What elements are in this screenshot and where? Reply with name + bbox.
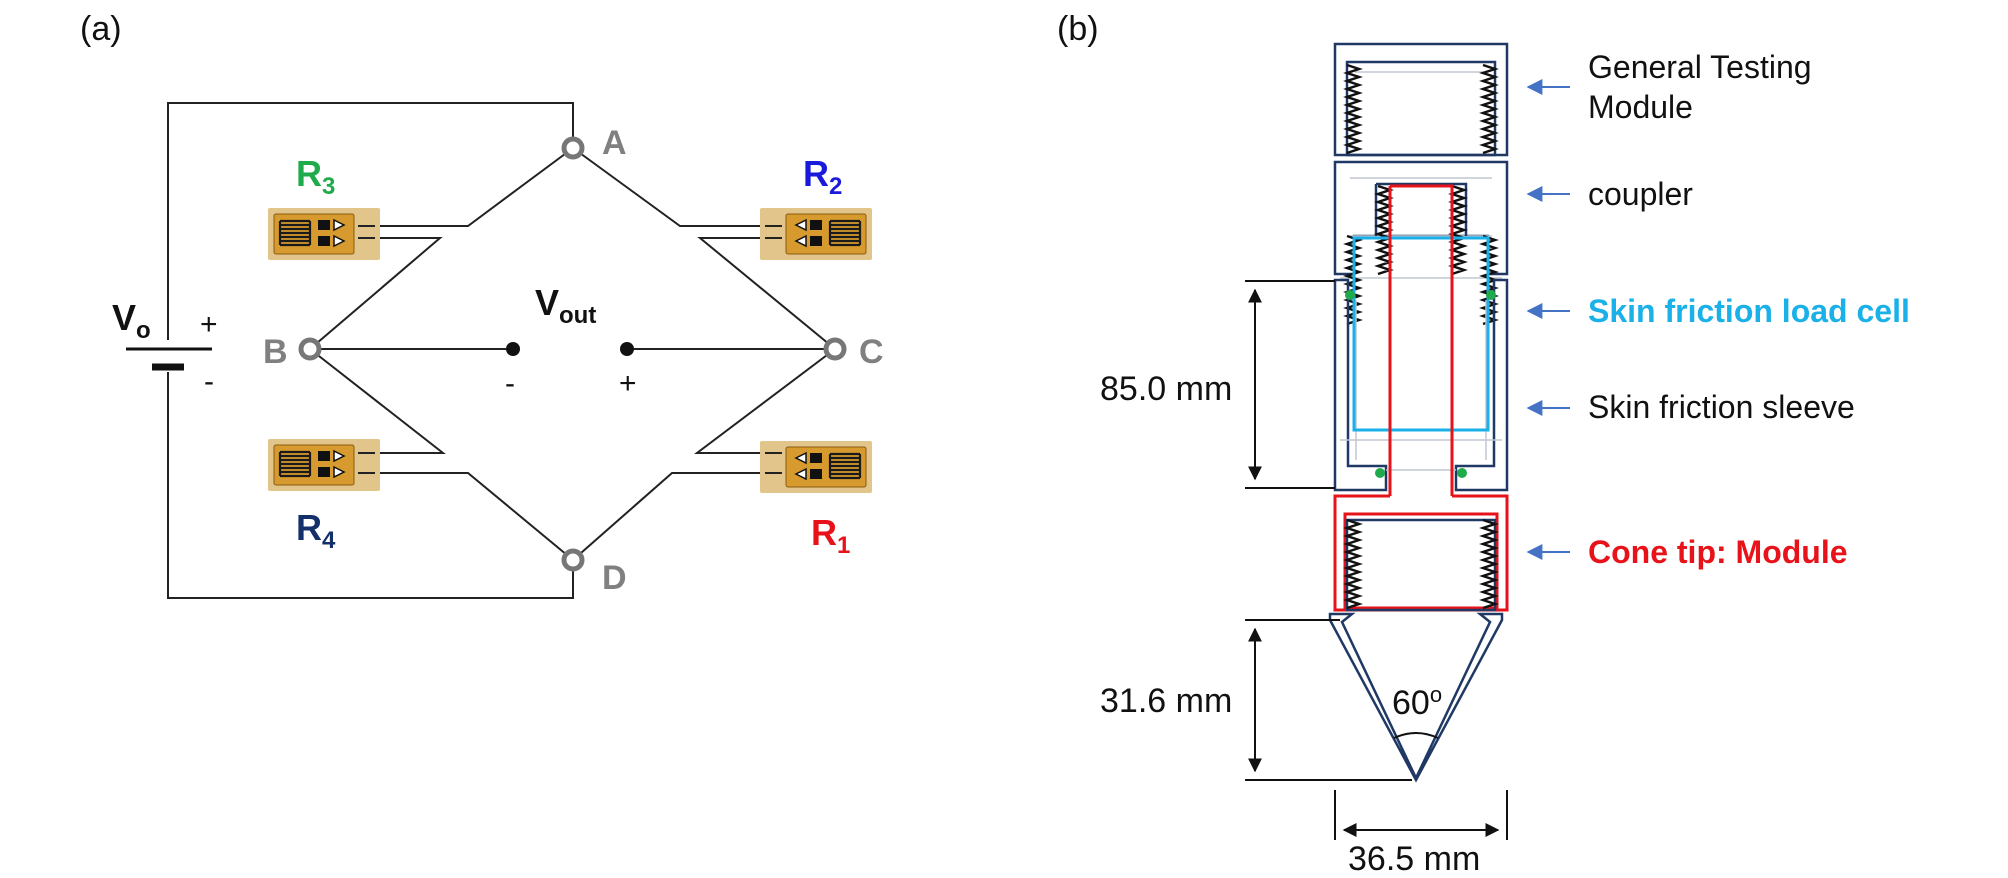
- dimension-diameter: [1334, 790, 1508, 840]
- node-d-terminal: [561, 548, 585, 572]
- source-minus-sign: -: [204, 365, 214, 398]
- node-c-label: C: [859, 333, 884, 371]
- cone-tip-module-drawing: [1333, 184, 1509, 612]
- strain-gauge-r3: [266, 206, 382, 262]
- dimension-sleeve-length-label: 85.0 mm: [1100, 370, 1232, 408]
- skin-friction-sleeve-drawing: [1333, 278, 1509, 492]
- strain-gauge-r1: [758, 439, 874, 495]
- source-loop-wire: [167, 102, 574, 599]
- source-voltage-label: Vo: [112, 297, 151, 344]
- strain-gauge-r4: [266, 437, 382, 493]
- bridge-arms: [309, 147, 836, 561]
- coupler-drawing: [1333, 160, 1509, 326]
- strain-gauge-r2: [758, 206, 874, 262]
- r4-label: R4: [296, 507, 336, 554]
- dimension-diameter-label: 36.5 mm: [1348, 840, 1480, 878]
- node-a-terminal: [561, 136, 585, 160]
- annotation-coupler: coupler: [1588, 176, 1693, 212]
- r2-label: R2: [803, 153, 842, 200]
- annotation-general-testing-line1: General Testing: [1588, 49, 1812, 85]
- output-voltage-label: Vout: [535, 282, 596, 329]
- source-plus-sign: +: [200, 308, 218, 341]
- node-d-label: D: [602, 559, 627, 597]
- node-b-terminal: [298, 337, 322, 361]
- r1-label: R1: [811, 512, 850, 559]
- gauge-leads: [358, 225, 782, 474]
- panel-a: (a): [80, 10, 884, 599]
- annotation-arrows: [1526, 79, 1570, 560]
- voltage-source-symbol: [126, 347, 212, 371]
- output-plus-sign: +: [619, 367, 637, 400]
- annotation-general-testing-line2: Module: [1588, 89, 1693, 125]
- general-testing-module-drawing: [1333, 42, 1509, 157]
- node-c-terminal: [823, 337, 847, 361]
- r3-label: R3: [296, 153, 335, 200]
- vout-plus-terminal: [620, 342, 634, 356]
- output-minus-sign: -: [505, 367, 515, 400]
- cone-angle-label: 60o: [1392, 682, 1442, 722]
- dimension-cone-length-label: 31.6 mm: [1100, 682, 1232, 720]
- cone-drawing: [1328, 612, 1504, 783]
- annotation-skin-friction-load-cell: Skin friction load cell: [1588, 293, 1910, 329]
- skin-friction-load-cell-drawing: [1352, 236, 1490, 432]
- panel-b: (b): [1057, 10, 1910, 878]
- panel-a-label: (a): [80, 10, 122, 48]
- strain-gauge-dots: [1345, 290, 1496, 478]
- annotation-skin-friction-sleeve: Skin friction sleeve: [1588, 389, 1855, 425]
- dimension-cone-length: [1245, 619, 1412, 781]
- panel-b-label: (b): [1057, 10, 1099, 48]
- node-a-label: A: [602, 124, 627, 162]
- annotation-cone-tip-module: Cone tip: Module: [1588, 534, 1848, 570]
- dimension-sleeve-length: [1245, 280, 1335, 489]
- node-b-label: B: [263, 333, 288, 371]
- vout-minus-terminal: [506, 342, 520, 356]
